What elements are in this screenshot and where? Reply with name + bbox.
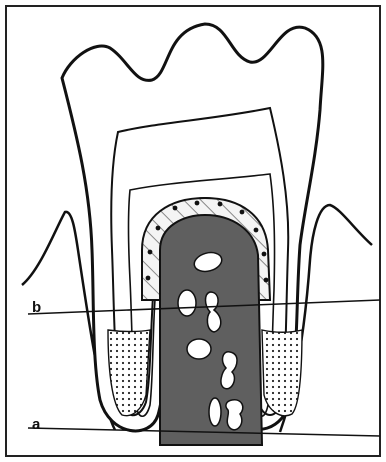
cell-dot [218, 202, 223, 207]
cell-dot [146, 276, 151, 281]
reference-label-a: a [32, 417, 40, 432]
marrow-space [178, 290, 196, 316]
cell-dot [254, 228, 259, 233]
cell-dot [173, 206, 178, 211]
cell-dot [264, 278, 269, 283]
marrow-space [187, 339, 211, 359]
cell-dot [148, 250, 153, 255]
cell-dot [240, 210, 245, 215]
reference-label-b: b [32, 300, 41, 315]
cell-dot [156, 226, 161, 231]
marrow-space [209, 398, 221, 426]
periodontal-layer-right [262, 330, 302, 416]
cell-dot [195, 201, 200, 206]
cell-dot [262, 252, 267, 257]
marrow-space [226, 400, 243, 430]
